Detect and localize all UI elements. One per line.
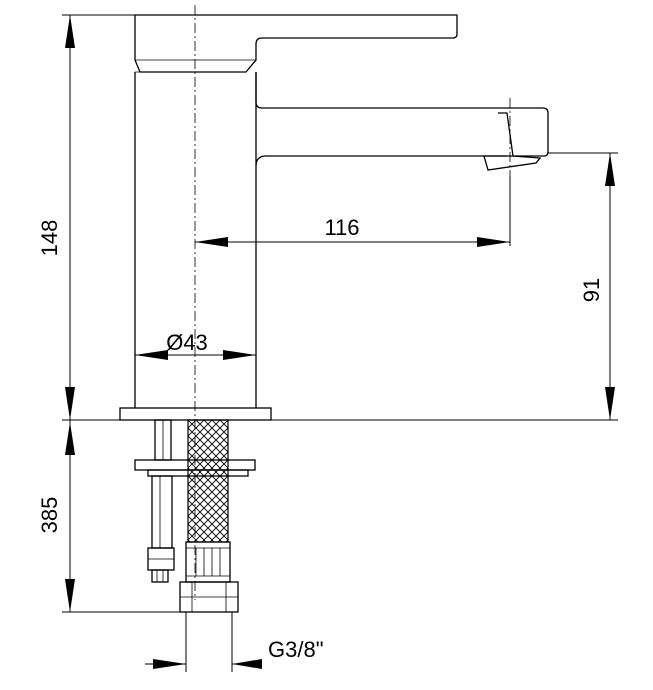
thread-size-label: G3/8" (268, 637, 324, 662)
dimension-body-diameter: Ø43 (135, 330, 256, 360)
dimension-thread-size: G3/8" (145, 612, 324, 672)
spout-height-label: 91 (579, 278, 604, 302)
stud-lower (151, 475, 173, 549)
faucet-body (134, 72, 257, 408)
spout (255, 72, 549, 167)
lever-handle (134, 14, 458, 73)
dimension-total-height: 148 (37, 14, 135, 421)
spout-reach-label: 116 (324, 215, 359, 240)
hose-length-label: 385 (37, 497, 62, 534)
dimension-spout-height: 91 (271, 152, 618, 421)
aerator (483, 112, 542, 171)
stud-end (151, 569, 169, 583)
braided-hose (187, 419, 229, 543)
dimension-hose-length: 385 (37, 420, 180, 613)
dimension-spout-reach: 116 (195, 176, 511, 247)
faucet-outline (119, 14, 549, 421)
base-flange (119, 407, 272, 421)
total-height-label: 148 (37, 220, 62, 257)
body-diameter-label: Ø43 (166, 330, 208, 355)
